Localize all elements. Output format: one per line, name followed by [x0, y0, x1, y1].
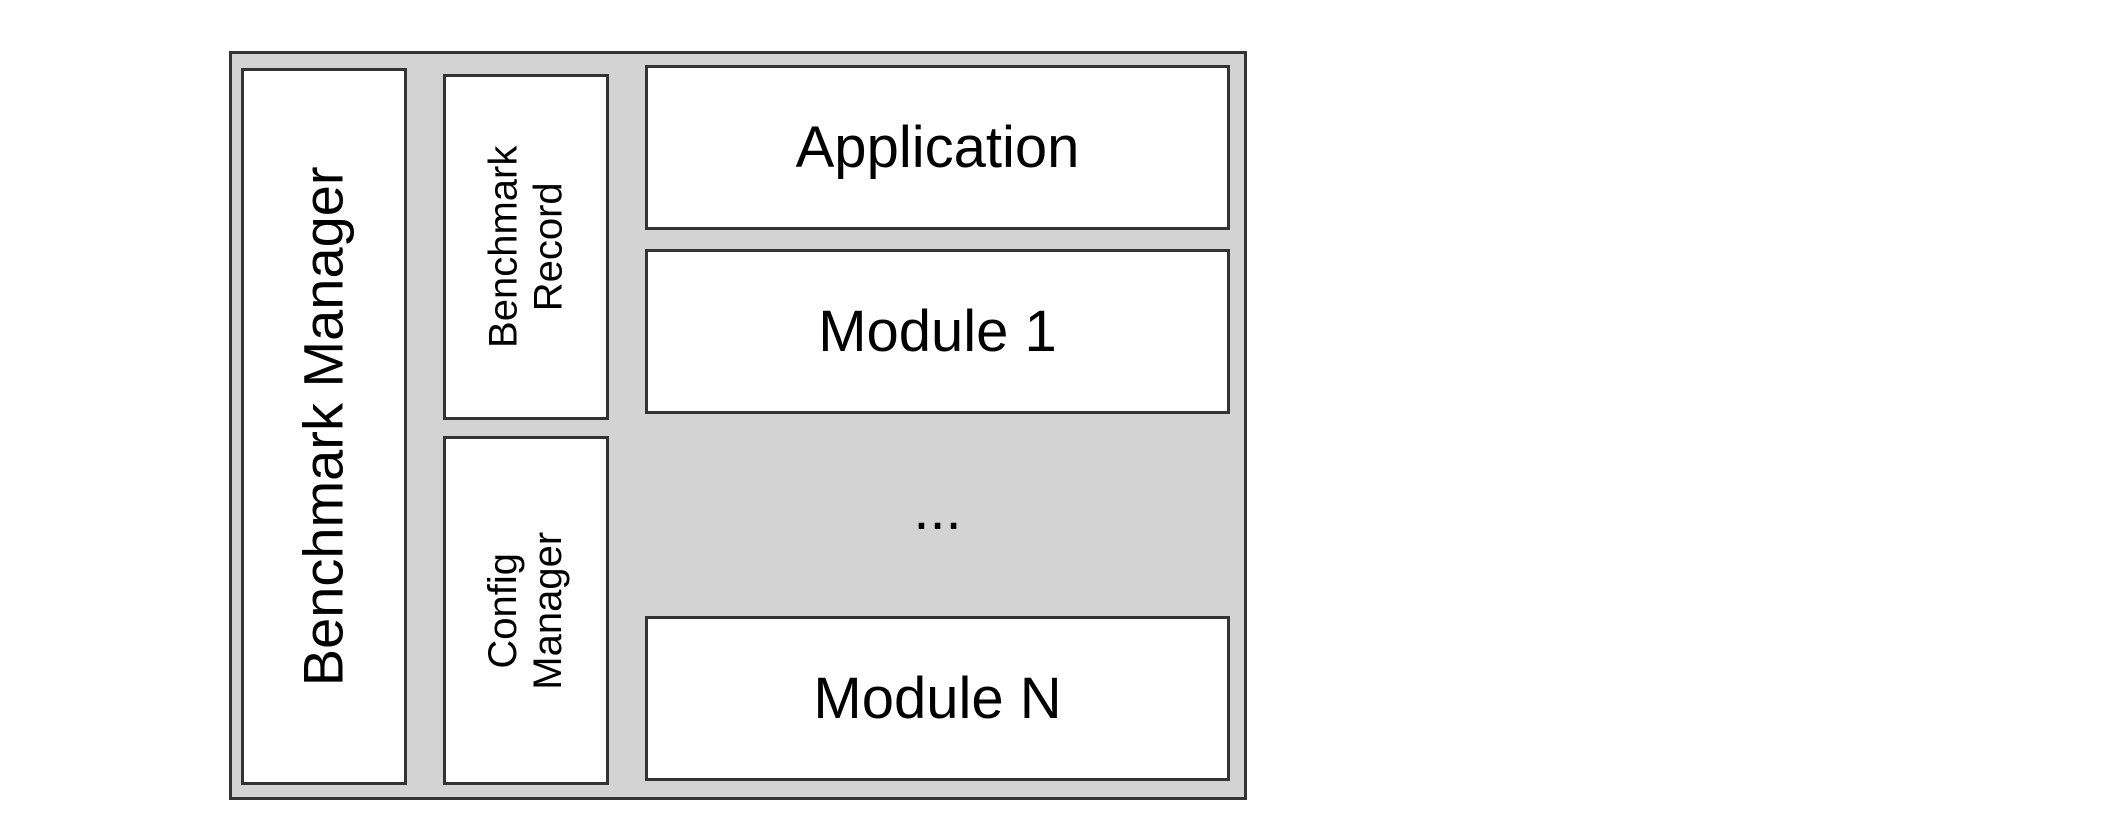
- config-manager-label-line1: Config: [481, 552, 526, 669]
- module-n-label: Module N: [813, 666, 1062, 731]
- application-label: Application: [795, 115, 1080, 180]
- config-manager-box: Config Manager: [443, 436, 609, 785]
- module-1-box: Module 1: [645, 249, 1230, 414]
- benchmark-record-label-line1: Benchmark: [481, 145, 526, 349]
- benchmark-record-label: Benchmark Record: [481, 146, 571, 348]
- benchmark-record-label-line2: Record: [526, 182, 570, 312]
- benchmark-manager-box: Benchmark Manager: [241, 68, 407, 785]
- config-manager-label-line2: Manager: [526, 531, 570, 690]
- module-n-box: Module N: [645, 616, 1230, 781]
- benchmark-manager-label: Benchmark Manager: [291, 166, 355, 687]
- config-manager-label: Config Manager: [481, 532, 571, 690]
- module-1-label: Module 1: [818, 299, 1057, 364]
- modules-ellipsis: ...: [913, 477, 962, 542]
- application-box: Application: [645, 65, 1230, 230]
- benchmark-record-box: Benchmark Record: [443, 74, 609, 420]
